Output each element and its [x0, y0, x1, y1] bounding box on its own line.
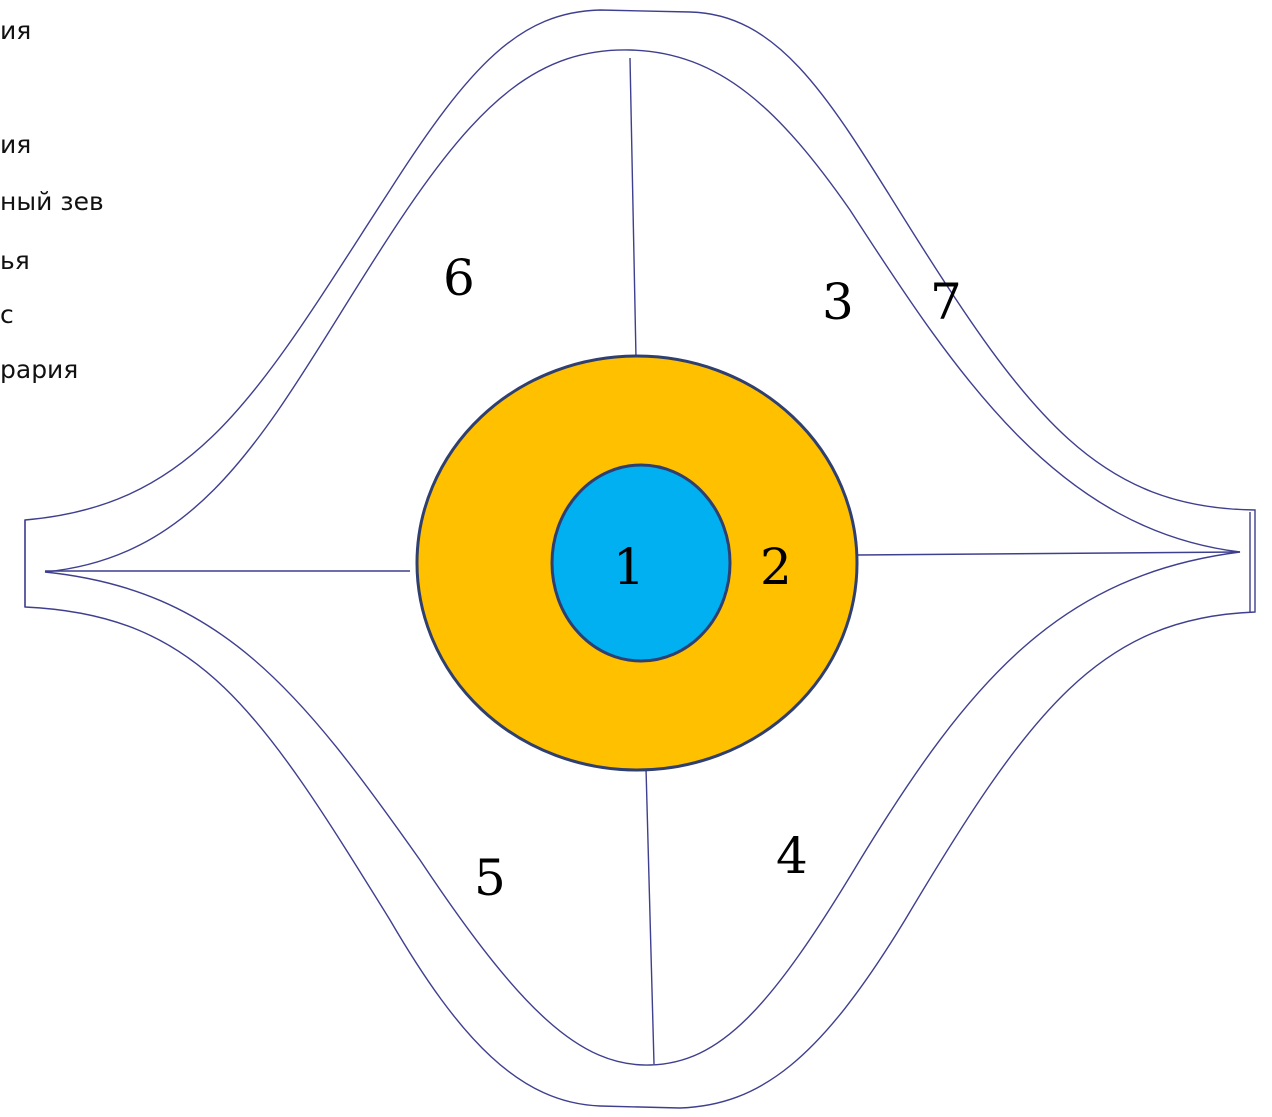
- label-3: 3: [822, 273, 854, 331]
- legend-item: ия: [0, 130, 32, 159]
- partition-line-right: [856, 551, 1241, 556]
- label-7: 7: [930, 273, 962, 331]
- outer-wall-outline: [24, 9, 1256, 1109]
- legend-item: ья: [0, 246, 30, 275]
- partition-line-top: [629, 57, 637, 359]
- label-6: 6: [443, 249, 475, 307]
- label-4: 4: [776, 827, 808, 885]
- label-2: 2: [760, 538, 792, 596]
- partition-line-bottom: [645, 767, 655, 1065]
- legend-list: ия ия ный зев ья с рария: [0, 0, 240, 420]
- label-5: 5: [474, 849, 506, 907]
- label-1: 1: [613, 538, 645, 596]
- inner-circle: [550, 463, 732, 663]
- legend-item: рария: [0, 355, 79, 384]
- legend-item: с: [0, 300, 14, 329]
- legend-item: ный зев: [0, 187, 104, 216]
- legend-item: ия: [0, 16, 32, 45]
